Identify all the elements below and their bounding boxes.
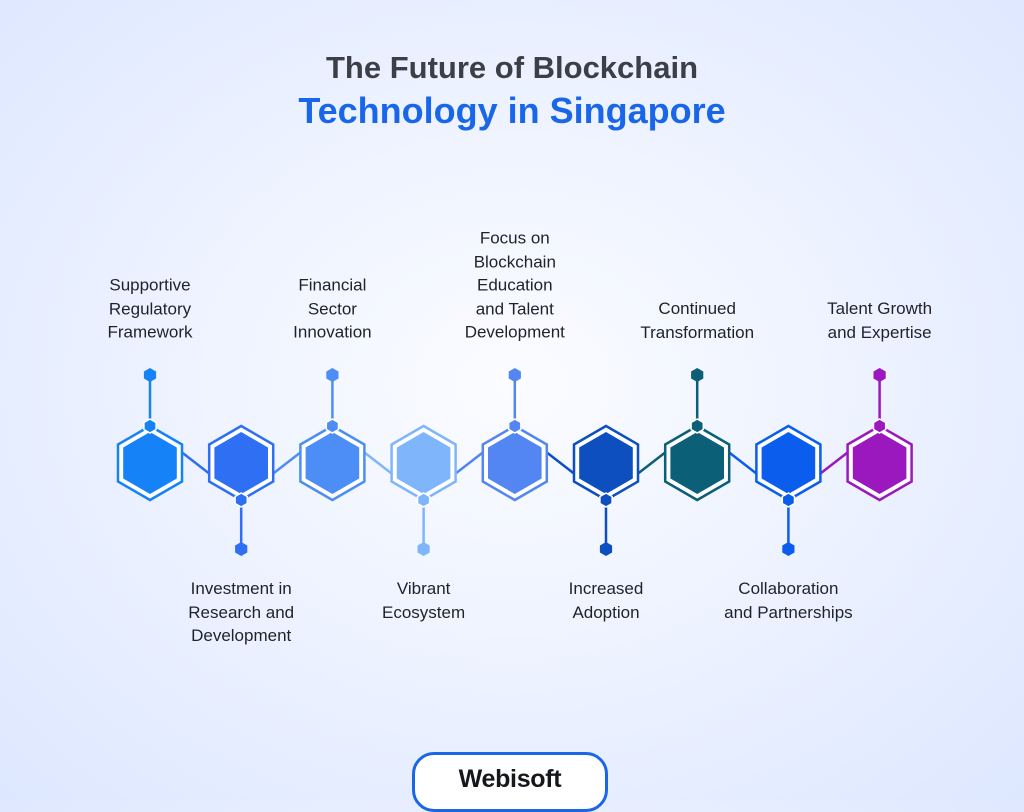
step-label: Investment in Research and Development xyxy=(188,579,295,645)
vertex-node xyxy=(416,492,431,508)
brand-badge[interactable]: Webisoft xyxy=(412,752,608,812)
step-label: Focus on Blockchain Education and Talent… xyxy=(464,228,565,342)
vertex-node xyxy=(143,418,157,434)
vertex-node xyxy=(507,418,522,434)
hexagon-fill xyxy=(396,432,451,494)
hexagon-fill xyxy=(670,432,724,494)
connector-line xyxy=(181,451,210,475)
connector-line xyxy=(454,451,484,475)
step-label: Supportive Regulatory Framework xyxy=(107,275,193,342)
end-node xyxy=(691,368,704,382)
hexagon-fill xyxy=(761,432,816,494)
end-node xyxy=(782,542,795,556)
vertex-node xyxy=(599,492,613,508)
hexagon-fill xyxy=(123,432,177,494)
hexagon-fill xyxy=(852,432,907,494)
hexagon-fill xyxy=(214,432,268,494)
end-node xyxy=(235,542,248,556)
connector-line xyxy=(637,451,666,475)
connector-line xyxy=(819,451,849,475)
connector-line xyxy=(363,451,393,475)
end-node xyxy=(508,368,521,382)
brand-logo-text: Webisoft xyxy=(458,765,562,793)
vertex-node xyxy=(325,418,340,434)
hexagon-fill xyxy=(488,432,542,494)
connector-line xyxy=(272,451,302,475)
end-node xyxy=(873,368,886,382)
vertex-node xyxy=(690,418,705,434)
step-label: Collaboration and Partnerships xyxy=(724,579,853,622)
end-node xyxy=(326,368,339,382)
page-title-line1: The Future of Blockchain xyxy=(325,50,699,85)
end-node xyxy=(599,542,613,556)
vertex-node xyxy=(781,492,796,508)
hexagon-fill xyxy=(305,432,360,494)
vertex-node xyxy=(234,492,249,508)
step-label: Continued Transformation xyxy=(640,299,755,342)
vertex-node xyxy=(872,418,887,434)
hexagon-fill xyxy=(579,432,633,494)
step-label: Increased Adoption xyxy=(568,579,644,622)
connector-line xyxy=(728,451,758,475)
end-node xyxy=(143,368,157,382)
step-label: Financial Sector Innovation xyxy=(293,275,372,342)
end-node xyxy=(417,542,430,556)
step-label: Talent Growth and Expertise xyxy=(827,299,933,342)
step-label: Vibrant Ecosystem xyxy=(382,579,466,622)
connector-line xyxy=(546,451,575,475)
page-title-line2: Technology in Singapore xyxy=(298,90,726,131)
